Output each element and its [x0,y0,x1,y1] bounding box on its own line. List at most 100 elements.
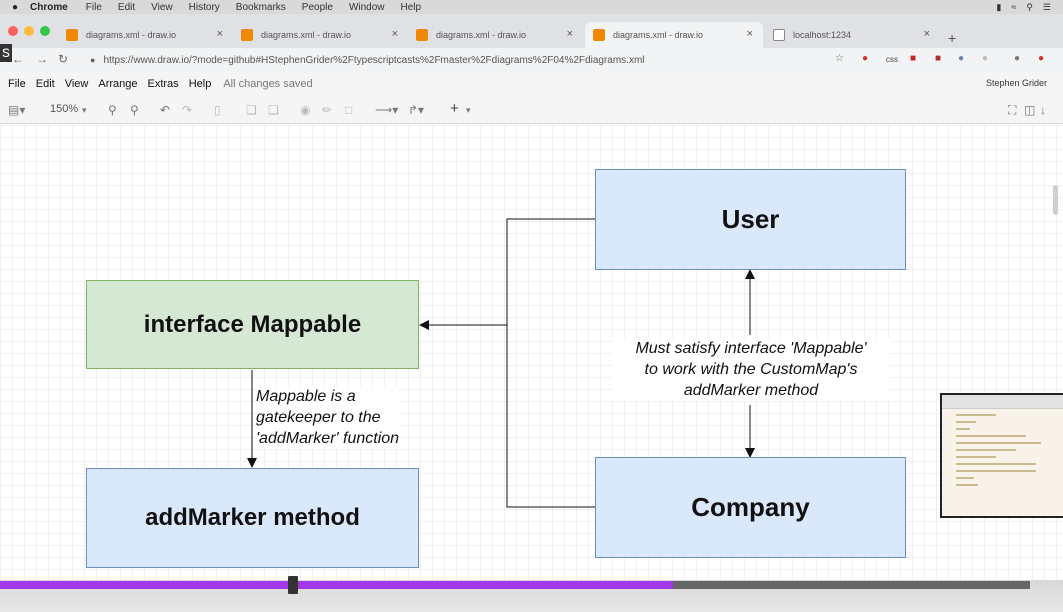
menu-edit[interactable]: Edit [35,78,55,90]
line-color-icon[interactable]: ✏ [322,103,333,117]
tab-close-icon[interactable]: × [566,28,573,40]
undo-icon[interactable]: ↶ [160,103,171,117]
code-line [956,414,996,416]
node-company[interactable]: Company [595,457,906,558]
toolbar: ▤▾ 150% ▾ ⚲ ⚲ ↶ ↷ ▯ ❑ ❑ ◉ ✏ □ ⟶▾ ↱▾ + ▾ … [0,96,1063,124]
implements-connector[interactable] [506,218,595,508]
code-line [956,456,996,458]
annotation-line: 'addMarker' function [256,430,400,447]
zoom-in-icon[interactable]: ⚲ [108,103,117,117]
delete-icon[interactable]: ▯ [214,103,221,117]
profile-avatar-icon[interactable]: ● [1014,53,1021,64]
scrubber-handle[interactable] [288,576,298,594]
mac-menu-people[interactable]: People [301,1,333,13]
tab-2[interactable]: diagrams.xml - draw.io × [233,22,408,48]
code-line [956,477,974,479]
collapse-icon[interactable]: ↓ [1040,103,1046,117]
mac-menu-view[interactable]: View [151,1,173,13]
format-panel-icon[interactable]: ▤▾ [8,103,26,117]
apple-icon[interactable]: ● [11,1,19,13]
waypoints-icon[interactable]: ↱▾ [408,103,425,117]
tab-close-icon[interactable]: × [923,28,930,40]
menu-arrange[interactable]: Arrange [98,78,138,90]
tab-close-icon[interactable]: × [746,28,753,40]
node-user[interactable]: User [595,169,906,270]
extension-icon[interactable]: ● [1038,53,1045,64]
mac-menu-bookmarks[interactable]: Bookmarks [235,1,286,13]
tab-5[interactable]: localhost:1234 × [765,22,940,48]
wifi-icon[interactable]: ≈ [1011,1,1017,12]
save-status: All changes saved [223,78,313,90]
menu-file[interactable]: File [8,78,26,90]
node-label: addMarker method [145,504,360,531]
mac-menu-help[interactable]: Help [400,1,422,13]
mac-menu-window[interactable]: Window [348,1,385,13]
mac-menu-edit[interactable]: Edit [117,1,136,13]
notification-icon[interactable]: ☰ [1042,1,1051,12]
canvas-scrollbar[interactable] [1053,185,1058,215]
to-back-icon[interactable]: ❑ [268,103,279,117]
reload-icon[interactable]: ↻ [58,52,69,66]
drawio-favicon-icon [416,29,428,41]
code-line [956,470,1036,472]
extension-css[interactable]: css [886,55,898,64]
chevron-down-icon[interactable]: ▾ [82,105,87,115]
chevron-down-icon[interactable]: ▾ [466,105,471,115]
minimize-window-icon[interactable] [24,26,34,36]
close-window-icon[interactable] [8,26,18,36]
satisfy-annotation[interactable]: Must satisfy interface 'Mappable' to wor… [612,338,890,401]
url-field[interactable]: ● https://www.draw.io/?mode=github#HStep… [78,50,818,70]
code-line [956,435,1026,437]
tab-3[interactable]: diagrams.xml - draw.io × [408,22,583,48]
tab-label: diagrams.xml - draw.io [436,30,527,40]
extension-red-icon[interactable]: ● [862,53,869,64]
spotlight-icon[interactable]: ⚲ [1026,1,1033,12]
fill-color-icon[interactable]: ◉ [300,103,311,117]
connection-icon[interactable]: ⟶▾ [375,103,399,117]
node-label: Company [691,492,810,522]
code-line [956,442,1041,444]
redo-icon[interactable]: ↷ [182,103,193,117]
video-scrubber[interactable] [0,576,1063,612]
lock-icon[interactable]: ● [90,55,96,65]
node-interface-mappable[interactable]: interface Mappable [86,280,419,369]
zoom-select[interactable]: 150% [50,103,79,115]
menu-extras[interactable]: Extras [147,78,179,90]
bookmark-star-icon[interactable]: ☆ [835,53,844,64]
page-icon [773,29,785,41]
node-addmarker-method[interactable]: addMarker method [86,468,419,568]
tab-close-icon[interactable]: × [391,28,398,40]
extension-icon[interactable]: ● [958,53,965,64]
new-tab-button[interactable]: + [948,30,957,46]
overlay-letter: s [0,44,12,62]
extension-icon[interactable]: ■ [910,53,917,64]
fullscreen-icon[interactable]: ⛶ [1008,103,1017,117]
url-text: https://www.draw.io/?mode=github#HStephe… [103,54,645,66]
zoom-out-icon[interactable]: ⚲ [130,103,139,117]
tab-1[interactable]: diagrams.xml - draw.io × [58,22,233,48]
mac-menu-file[interactable]: File [85,1,102,13]
tab-close-icon[interactable]: × [216,28,223,40]
gatekeeper-annotation[interactable]: Mappable is a gatekeeper to the 'addMark… [256,386,400,449]
panel-toggle-icon[interactable]: ◫ [1024,103,1036,117]
annotation-line: to work with the CustomMap's [644,361,858,378]
insert-plus-icon[interactable]: + [450,100,459,117]
maximize-window-icon[interactable] [40,26,50,36]
shadow-icon[interactable]: □ [345,103,353,117]
menu-view[interactable]: View [64,78,89,90]
tab-4-active[interactable]: diagrams.xml - draw.io × [585,22,763,48]
to-front-icon[interactable]: ❑ [246,103,257,117]
battery-icon[interactable]: ▮ [996,1,1002,12]
extension-icon[interactable]: ● [982,53,989,64]
mac-menu-app[interactable]: Chrome [30,1,68,13]
code-line [956,484,978,486]
user-name[interactable]: Stephen Grider [985,78,1047,88]
mac-menu-history[interactable]: History [188,1,220,13]
menu-help[interactable]: Help [188,78,212,90]
scrubber-progress [0,581,673,589]
back-icon[interactable]: ← [12,52,24,66]
extension-icon[interactable]: ■ [935,53,942,64]
scrubber-track[interactable] [0,576,1030,594]
forward-icon[interactable]: → [36,52,48,66]
code-line [956,428,970,430]
